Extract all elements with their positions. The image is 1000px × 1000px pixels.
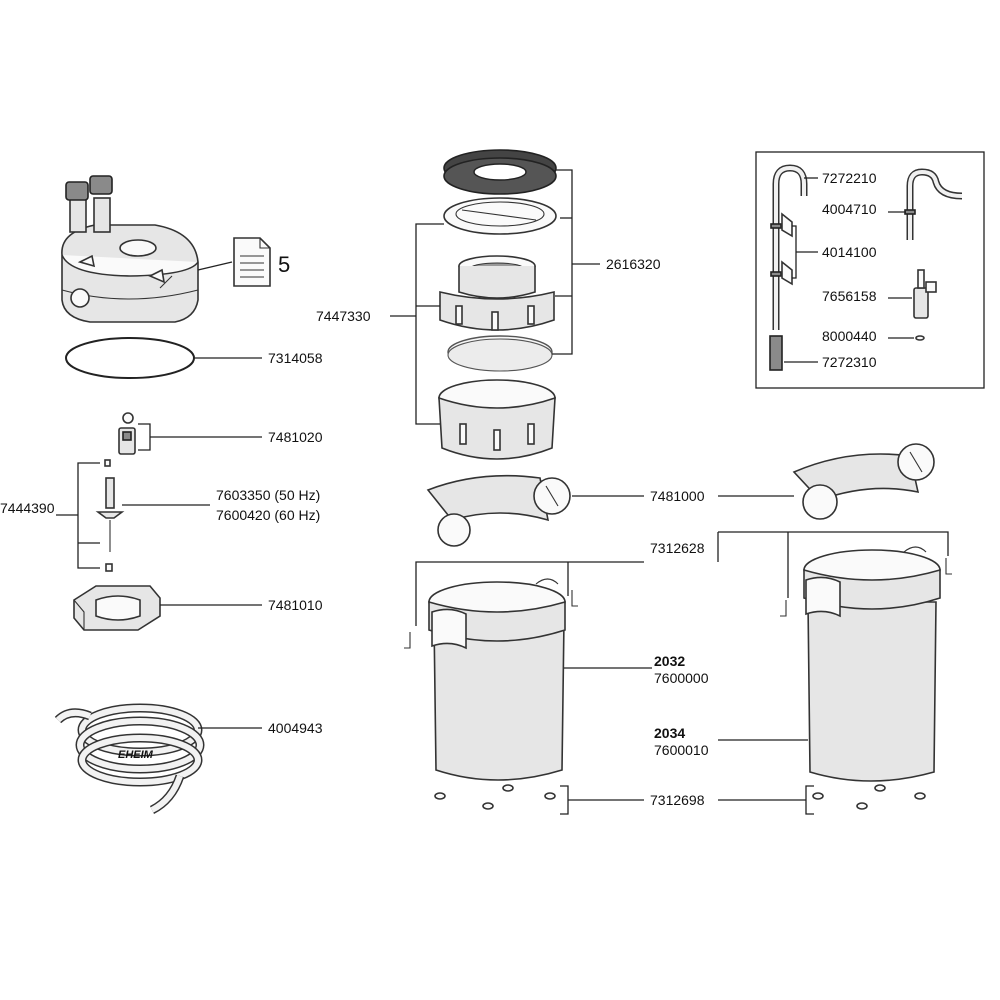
- impeller-cover: [118, 412, 136, 455]
- label-7312628: 7312628: [650, 540, 705, 556]
- document-icon: [233, 237, 271, 287]
- label-4004710: 4004710: [822, 201, 877, 217]
- clip-right: [792, 443, 935, 520]
- label-7600420: 7600420 (60 Hz): [216, 507, 320, 523]
- label-4004943: 4004943: [268, 720, 323, 736]
- pump-head: [61, 175, 199, 323]
- canister-2034: [780, 546, 952, 782]
- label-7656158: 7656158: [822, 288, 877, 304]
- label-4014100: 4014100: [822, 244, 877, 260]
- canister-2032: [404, 578, 578, 781]
- label-7600000: 7600000: [654, 670, 709, 686]
- label-7272210: 7272210: [822, 170, 877, 186]
- filter-stack: [438, 149, 557, 460]
- label-7603350: 7603350 (50 Hz): [216, 487, 320, 503]
- label-8000440: 8000440: [822, 328, 877, 344]
- mounting-bracket: [73, 585, 161, 631]
- hose-coil: [54, 703, 205, 815]
- label-7314058: 7314058: [268, 350, 323, 366]
- clip-left: [426, 474, 571, 547]
- label-7481020: 7481020: [268, 429, 323, 445]
- document-number: 5: [278, 252, 290, 277]
- label-7312698: 7312698: [650, 792, 705, 808]
- intake-pipe: [769, 164, 808, 371]
- model-2034: 2034: [654, 725, 685, 741]
- hose-brand: EHEIM: [118, 749, 154, 761]
- label-7481010: 7481010: [268, 597, 323, 613]
- o-ring: [65, 337, 195, 379]
- model-2032: 2032: [654, 653, 685, 669]
- valve: [913, 269, 937, 341]
- accessories-inset: [755, 151, 985, 389]
- label-7600010: 7600010: [654, 742, 709, 758]
- label-7272310: 7272310: [822, 354, 877, 370]
- rubber-feet: [434, 784, 926, 810]
- outlet-pipe: [904, 168, 963, 240]
- label-7444390: 7444390: [0, 500, 55, 516]
- label-2616320: 2616320: [606, 256, 661, 272]
- impeller-assembly: [95, 459, 125, 572]
- label-7447330: 7447330: [316, 308, 371, 324]
- label-7481000: 7481000: [650, 488, 705, 504]
